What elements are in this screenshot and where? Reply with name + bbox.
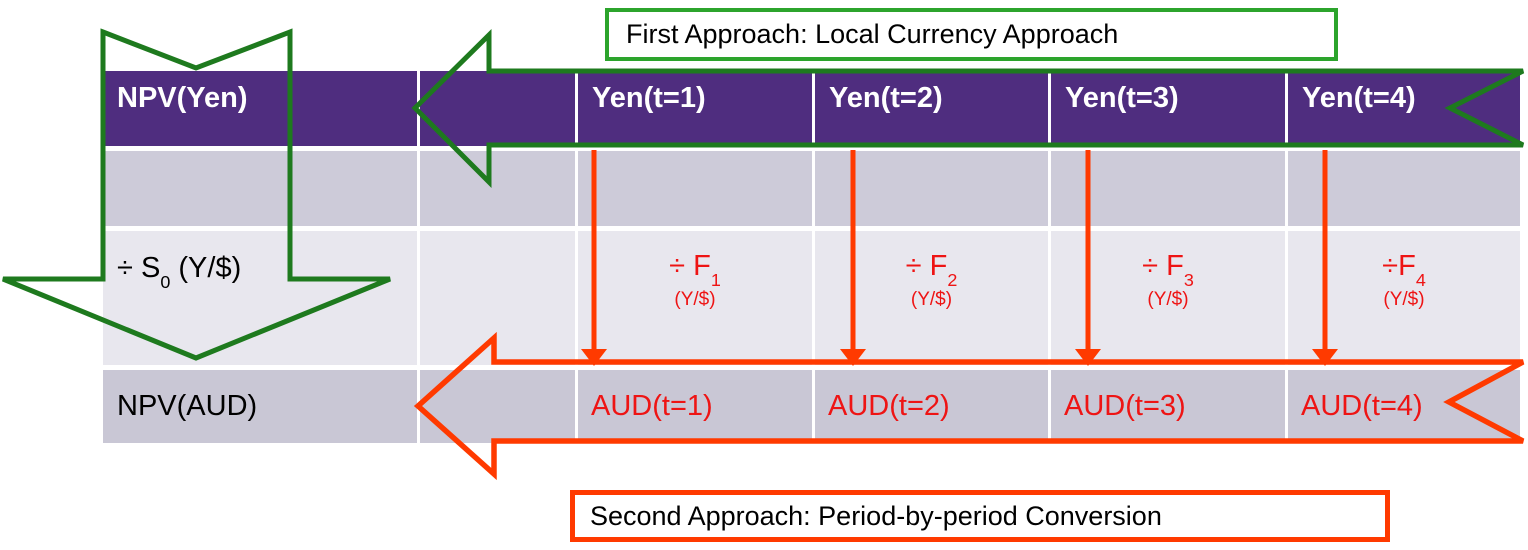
cell-divide-forward-2: ÷ F2 (Y/$) (815, 231, 1048, 365)
spacer-cell (420, 151, 575, 226)
aud-t2-label: AUD(t=2) (828, 390, 950, 422)
forward-3-label: ÷ F3 (1142, 250, 1194, 290)
forward-4-unit: (Y/$) (1383, 289, 1425, 310)
forward-3-unit: (Y/$) (1147, 289, 1189, 310)
cell-aud-t1: AUD(t=1) (578, 370, 812, 443)
forward-2-unit: (Y/$) (910, 289, 953, 310)
spacer-cell (578, 151, 812, 226)
second-approach-label: Second Approach: Period-by-period Conver… (590, 500, 1162, 531)
second-approach-label-box: Second Approach: Period-by-period Conver… (570, 490, 1390, 542)
npv-aud-label: NPV(AUD) (117, 390, 258, 422)
forward-2-label: ÷ F2 (905, 250, 958, 290)
spacer-cell (815, 151, 1048, 226)
cell-aud-t2: AUD(t=2) (815, 370, 1048, 443)
cell-divide-spot-rate: ÷ S0 (Y/$) (103, 231, 417, 365)
yen-t2-label: Yen(t=2) (829, 82, 943, 114)
cell-divide-forward-1: ÷ F1 (Y/$) (578, 231, 812, 365)
forward-1-label: ÷ F1 (669, 250, 721, 290)
first-approach-label-box: First Approach: Local Currency Approach (605, 8, 1338, 61)
aud-t3-label: AUD(t=3) (1064, 390, 1186, 422)
header-cell-yen-t1: Yen(t=1) (578, 71, 812, 146)
header-cell-empty (420, 71, 575, 146)
conversion-table: NPV(Yen) Yen(t=1) Yen(t=2) Yen(t=3) Yen(… (103, 71, 1520, 443)
spacer-cell (103, 151, 417, 226)
cell-divide-forward-3: ÷ F3 (Y/$) (1051, 231, 1285, 365)
forward-1-unit: (Y/$) (674, 289, 716, 310)
yen-t4-label: Yen(t=4) (1302, 82, 1416, 114)
cell-aud-t3: AUD(t=3) (1051, 370, 1285, 443)
forward-4-label: ÷F4 (1382, 250, 1426, 290)
aud-t4-label: AUD(t=4) (1301, 390, 1423, 422)
header-cell-yen-t4: Yen(t=4) (1288, 71, 1520, 146)
cell-npv-aud: NPV(AUD) (103, 370, 417, 443)
header-cell-yen-t2: Yen(t=2) (815, 71, 1048, 146)
yen-t1-label: Yen(t=1) (592, 82, 706, 114)
spacer-cell (1051, 151, 1285, 226)
cell-empty-gray (420, 370, 575, 443)
aud-t1-label: AUD(t=1) (591, 390, 713, 422)
spacer-cell (1288, 151, 1520, 226)
spot-rate-label: ÷ S0 (Y/$) (117, 252, 242, 292)
cell-aud-t4: AUD(t=4) (1288, 370, 1520, 443)
header-cell-npv-yen: NPV(Yen) (103, 71, 417, 146)
first-approach-label: First Approach: Local Currency Approach (626, 19, 1119, 49)
cell-empty-light (420, 231, 575, 365)
cell-divide-forward-4: ÷F4 (Y/$) (1288, 231, 1520, 365)
header-cell-yen-t3: Yen(t=3) (1051, 71, 1285, 146)
yen-t3-label: Yen(t=3) (1065, 82, 1179, 114)
npv-yen-label: NPV(Yen) (117, 82, 248, 114)
